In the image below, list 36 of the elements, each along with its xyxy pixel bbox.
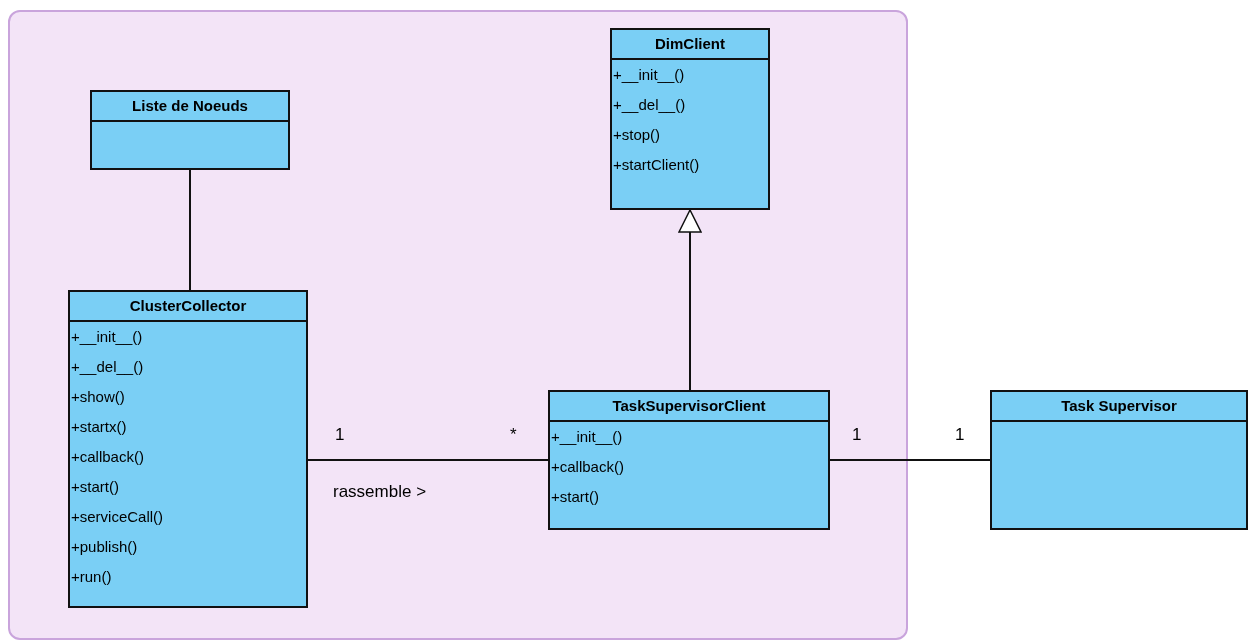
class-name: ClusterCollector: [70, 292, 306, 322]
package-frame: [8, 10, 908, 640]
method-name: +start(): [70, 477, 119, 497]
method-name: +callback(): [70, 447, 144, 467]
method-name: +start(): [550, 487, 599, 507]
edge-label: rassemble >: [333, 482, 427, 502]
method-name: +run(): [70, 567, 112, 587]
multiplicity-label: 1: [335, 425, 345, 445]
method-name: +__init__(): [550, 427, 623, 447]
method-name: +__del__(): [612, 95, 686, 115]
class-box: [548, 390, 830, 530]
association-line: [829, 459, 991, 461]
method-name: +startx(): [70, 417, 127, 437]
class-box: [610, 28, 770, 210]
method-name: +__init__(): [612, 65, 685, 85]
method-name: +stop(): [612, 125, 661, 145]
method-name: +startClient(): [612, 155, 700, 175]
inheritance-arrow: [678, 209, 702, 391]
multiplicity-label: 1: [852, 425, 862, 445]
multiplicity-label: *: [510, 425, 517, 445]
class-box: [90, 90, 290, 170]
class-name: Liste de Noeuds: [92, 92, 288, 122]
method-name: +publish(): [70, 537, 138, 557]
class-name: Task Supervisor: [992, 392, 1246, 422]
method-name: +__init__(): [70, 327, 143, 347]
class-box: [68, 290, 308, 608]
class-box: [990, 390, 1248, 530]
association-line: [189, 169, 191, 291]
class-name: TaskSupervisorClient: [550, 392, 828, 422]
method-name: +__del__(): [70, 357, 144, 377]
association-line: [307, 459, 549, 461]
method-name: +serviceCall(): [70, 507, 164, 527]
method-name: +callback(): [550, 457, 624, 477]
multiplicity-label: 1: [955, 425, 965, 445]
class-name: DimClient: [612, 30, 768, 60]
method-name: +show(): [70, 387, 125, 407]
